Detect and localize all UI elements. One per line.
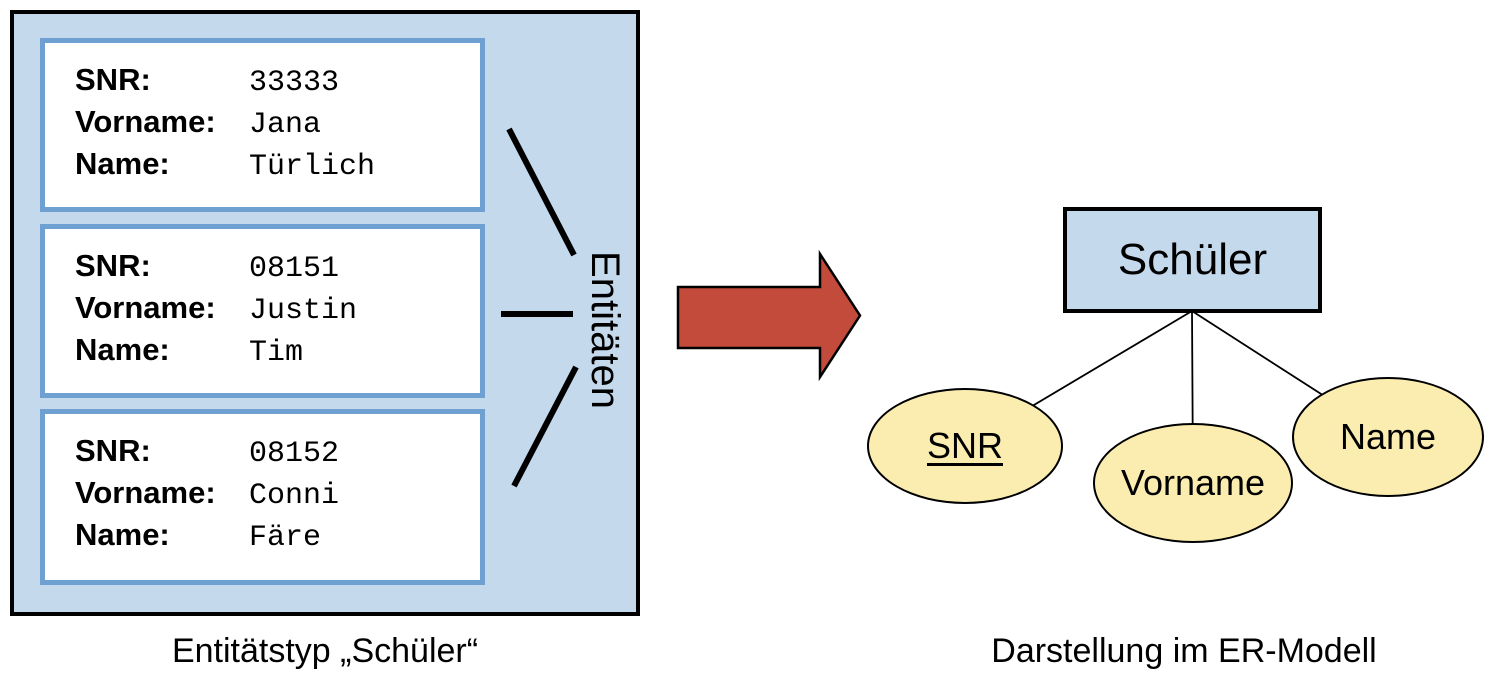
record-row: Name: Türlich: [75, 143, 480, 185]
field-value: Türlich: [249, 150, 376, 184]
entity-card-3: SNR: 08152 Vorname: Conni Name: Färe: [40, 409, 485, 585]
right-arrow-icon: [676, 249, 862, 382]
entity-card-2: SNR: 08151 Vorname: Justin Name: Tim: [40, 224, 485, 398]
record-row: SNR: 33333: [75, 59, 480, 101]
entity-type-box: Schüler: [1063, 207, 1322, 313]
left-caption: Entitätstyp „Schüler“: [171, 632, 479, 670]
attribute-ellipse-snr: SNR: [867, 388, 1063, 504]
field-value: 08151: [249, 252, 340, 286]
entity-callout-line-1: [506, 127, 577, 257]
field-label: Name:: [75, 517, 170, 552]
record-row: Name: Tim: [75, 329, 480, 371]
field-label: Vorname:: [75, 475, 216, 510]
field-value: Färe: [249, 521, 322, 555]
entity-card-1: SNR: 33333 Vorname: Jana Name: Türlich: [40, 38, 485, 212]
field-label: Vorname:: [75, 290, 216, 325]
field-label: SNR:: [75, 433, 151, 468]
attribute-ellipse-name: Name: [1292, 377, 1484, 497]
record-row: SNR: 08152: [75, 430, 480, 472]
field-label: SNR:: [75, 248, 151, 283]
field-value: 08152: [249, 437, 340, 471]
field-value: Conni: [249, 479, 340, 513]
entity-type-label: Schüler: [1117, 235, 1268, 284]
record-row: Vorname: Jana: [75, 101, 480, 143]
field-label: Vorname:: [75, 104, 216, 139]
field-value: 33333: [249, 66, 340, 100]
entities-vertical-label: Entitäten: [583, 251, 627, 409]
field-label: SNR:: [75, 62, 151, 97]
attribute-label-vorname: Vorname: [1120, 462, 1266, 503]
record-row: Vorname: Conni: [75, 472, 480, 514]
record-row: Vorname: Justin: [75, 287, 480, 329]
attribute-ellipse-vorname: Vorname: [1093, 423, 1293, 543]
record-row: Name: Färe: [75, 514, 480, 556]
right-caption: Darstellung im ER-Modell: [991, 632, 1377, 670]
record-row: SNR: 08151: [75, 245, 480, 287]
attribute-label-name: Name: [1339, 416, 1437, 457]
field-label: Name:: [75, 146, 170, 181]
field-value: Tim: [249, 336, 304, 370]
field-label: Name:: [75, 332, 170, 367]
entity-callout-line-3: [511, 365, 579, 488]
attribute-label-snr: SNR: [926, 425, 1003, 466]
field-value: Jana: [249, 108, 322, 142]
field-value: Justin: [249, 294, 358, 328]
